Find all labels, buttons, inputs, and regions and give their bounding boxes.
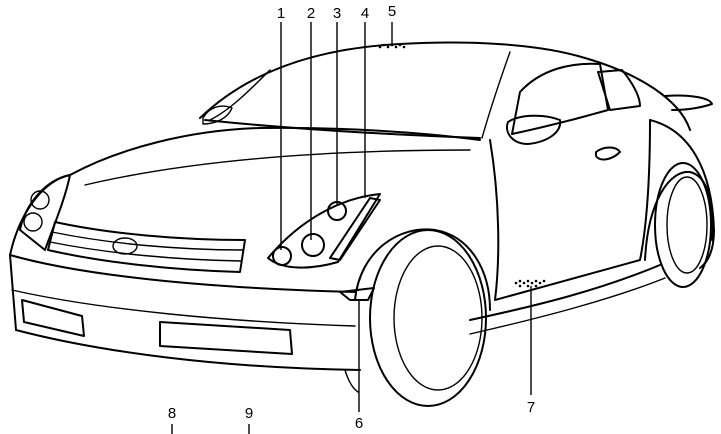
dotted-indicators (378, 43, 546, 288)
left-headlight-lens-1 (30, 190, 50, 210)
callout-8: 8 (168, 405, 176, 422)
callout-numbers: 1 2 3 4 5 6 7 8 9 (168, 3, 535, 432)
hood-outline (69, 126, 481, 176)
brand-emblem (112, 237, 138, 255)
rear-tire (654, 162, 712, 288)
a-pillar (209, 69, 271, 121)
headlight-lens-2 (301, 233, 325, 257)
callout-4: 4 (361, 5, 369, 22)
side-turn-signal (339, 287, 375, 301)
callout-5: 5 (388, 3, 396, 20)
grille (47, 221, 246, 273)
front-tire (369, 229, 487, 407)
lower-front-lip (344, 369, 359, 393)
headlight-lens-1 (272, 246, 292, 266)
left-mirror (202, 105, 233, 125)
callout-7: 7 (527, 399, 535, 416)
windshield-right-edge (481, 51, 511, 139)
rear-wheel-arch (644, 170, 714, 261)
callout-2: 2 (307, 5, 315, 22)
front-bumper-side (9, 254, 17, 331)
rocker-lower (469, 277, 666, 335)
front-wheel-arch (354, 228, 491, 311)
bumper-crease (11, 289, 356, 327)
leader-lines (171, 22, 532, 434)
left-headlight-lens-2 (23, 212, 43, 232)
grille-bar-1 (51, 231, 244, 251)
callout-6: 6 (355, 415, 363, 432)
left-headlight (19, 174, 71, 251)
side-indicator-dots (514, 279, 546, 288)
side-marker-strip (329, 197, 381, 261)
side-window (511, 62, 609, 135)
door-handle (595, 146, 621, 161)
callout-3: 3 (333, 5, 341, 22)
side-mirror (506, 114, 562, 145)
callout-9: 9 (245, 405, 253, 422)
rocker-panel (469, 264, 661, 321)
front-bumper-bottom (15, 329, 361, 371)
door-outline (489, 119, 651, 301)
rear-spoiler (664, 94, 713, 111)
grille-bar-2 (49, 241, 242, 262)
fog-lamp-right (159, 321, 293, 355)
roof-outline (199, 41, 691, 131)
rear-quarter-window (597, 69, 641, 111)
right-headlight (267, 193, 381, 269)
fog-lamp-left (21, 299, 85, 337)
car-body (9, 41, 715, 407)
front-bumper-top (9, 254, 356, 293)
rear-rim (666, 176, 708, 274)
front-rim (393, 245, 483, 391)
high-mount-indicator-dots (378, 43, 406, 49)
callout-1: 1 (277, 5, 285, 22)
hood-crease (84, 149, 471, 186)
front-fender (9, 174, 71, 256)
